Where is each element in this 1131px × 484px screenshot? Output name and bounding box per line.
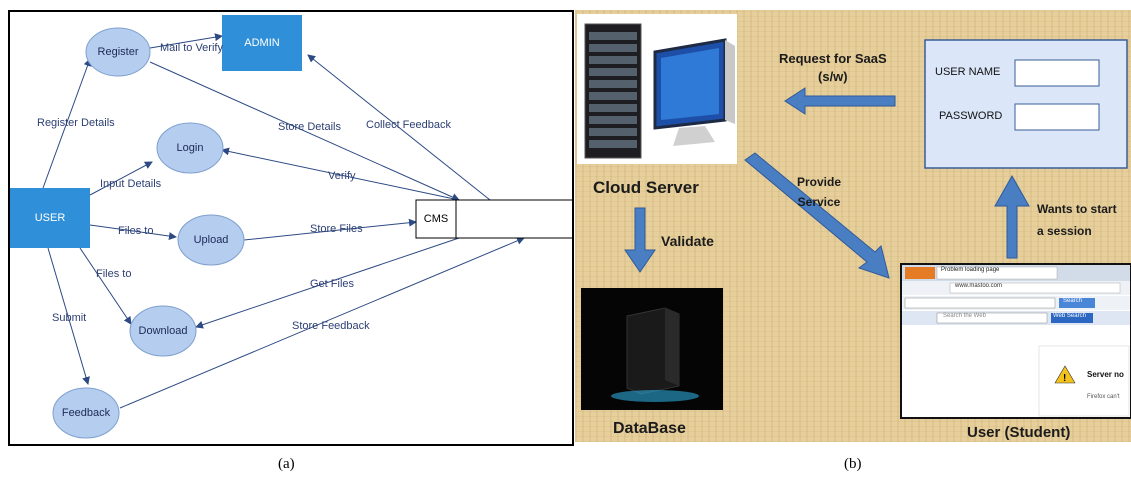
provide-service-label: Provide Service — [797, 175, 842, 209]
node-feedback-label: Feedback — [61, 407, 111, 419]
label-files-to-upload: Files to — [118, 225, 154, 237]
caption-b: (b) — [844, 456, 862, 472]
edge-submit — [47, 247, 90, 385]
label-submit: Submit — [52, 312, 87, 324]
edge-collect-feedback — [307, 54, 491, 201]
validate-label: Validate — [661, 233, 714, 249]
password-label: PASSWORD — [939, 110, 1003, 122]
label-input-details: Input Details — [100, 178, 162, 190]
arrow-provide-service — [744, 152, 890, 279]
arrow-request — [784, 87, 896, 115]
browser-error-sub: Firefox can't — [1087, 394, 1120, 400]
label-store-details: Store Details — [278, 121, 341, 133]
edge-store-files — [243, 218, 417, 241]
node-register — [85, 27, 151, 77]
node-feedback — [52, 387, 120, 439]
browser-window: ! — [900, 263, 1131, 419]
node-upload-label: Upload — [193, 234, 229, 246]
edge-store-details — [149, 61, 460, 201]
panel-a-dfd: ADMIN USER Register Login Upload Downloa… — [8, 10, 574, 446]
user-student-label: User (Student) — [967, 424, 1071, 441]
database-icon — [581, 288, 723, 410]
panel-b-architecture: ! Cloud Server Validate DataBase Request… — [575, 10, 1131, 442]
edge-mail-to-verify — [149, 33, 223, 49]
edge-get-files — [195, 237, 460, 329]
browser-search-button: Search — [1063, 298, 1083, 304]
browser-web-search-button: Web Search — [1053, 313, 1086, 319]
edge-register-details — [42, 58, 92, 189]
architecture-graphics: ! — [577, 14, 1131, 419]
node-register-label: Register — [97, 46, 139, 58]
monitor-icon — [653, 38, 735, 146]
label-get-files: Get Files — [310, 278, 355, 290]
browser-url: www.mastoo.com — [955, 283, 1003, 289]
browser-search-placeholder: Search the Web — [943, 313, 986, 319]
node-cms-label: CMS — [423, 213, 449, 225]
label-verify: Verify — [328, 170, 356, 182]
arrow-validate — [624, 207, 656, 273]
node-download-label: Download — [138, 325, 188, 337]
wants-session-label: Wants to start a session — [1037, 202, 1117, 238]
node-cms-box — [415, 199, 572, 239]
browser-error-title: Server no — [1087, 370, 1124, 379]
arrow-wants-session — [994, 174, 1030, 259]
login-form-box — [924, 39, 1128, 169]
node-admin: ADMIN — [222, 15, 302, 71]
edge-input-details — [89, 161, 153, 196]
edge-verify — [221, 147, 460, 201]
label-register-details: Register Details — [37, 117, 115, 129]
edge-store-feedback — [119, 237, 525, 409]
node-login — [156, 122, 224, 174]
label-collect-feedback: Collect Feedback — [366, 119, 451, 131]
svg-text:!: ! — [1063, 373, 1066, 384]
dfd-connectors — [42, 27, 572, 439]
edge-files-to-upload — [89, 224, 177, 240]
label-mail-to-verify: Mail to Verify — [160, 42, 223, 54]
request-label: Request for SaaS (s/w) — [779, 51, 887, 84]
database-label: DataBase — [613, 420, 686, 437]
label-store-files: Store Files — [310, 223, 363, 235]
node-download — [129, 305, 197, 357]
cloud-server-label: Cloud Server — [593, 178, 699, 197]
username-label: USER NAME — [935, 66, 1001, 78]
edge-files-to-download — [79, 247, 132, 325]
label-files-to-download: Files to — [96, 268, 132, 280]
node-login-label: Login — [176, 142, 204, 154]
browser-tab-title: Problem loading page — [941, 267, 1000, 273]
label-store-feedback: Store Feedback — [292, 320, 370, 332]
node-user: USER — [10, 188, 90, 248]
node-upload — [177, 214, 245, 266]
caption-a: (a) — [278, 456, 295, 472]
